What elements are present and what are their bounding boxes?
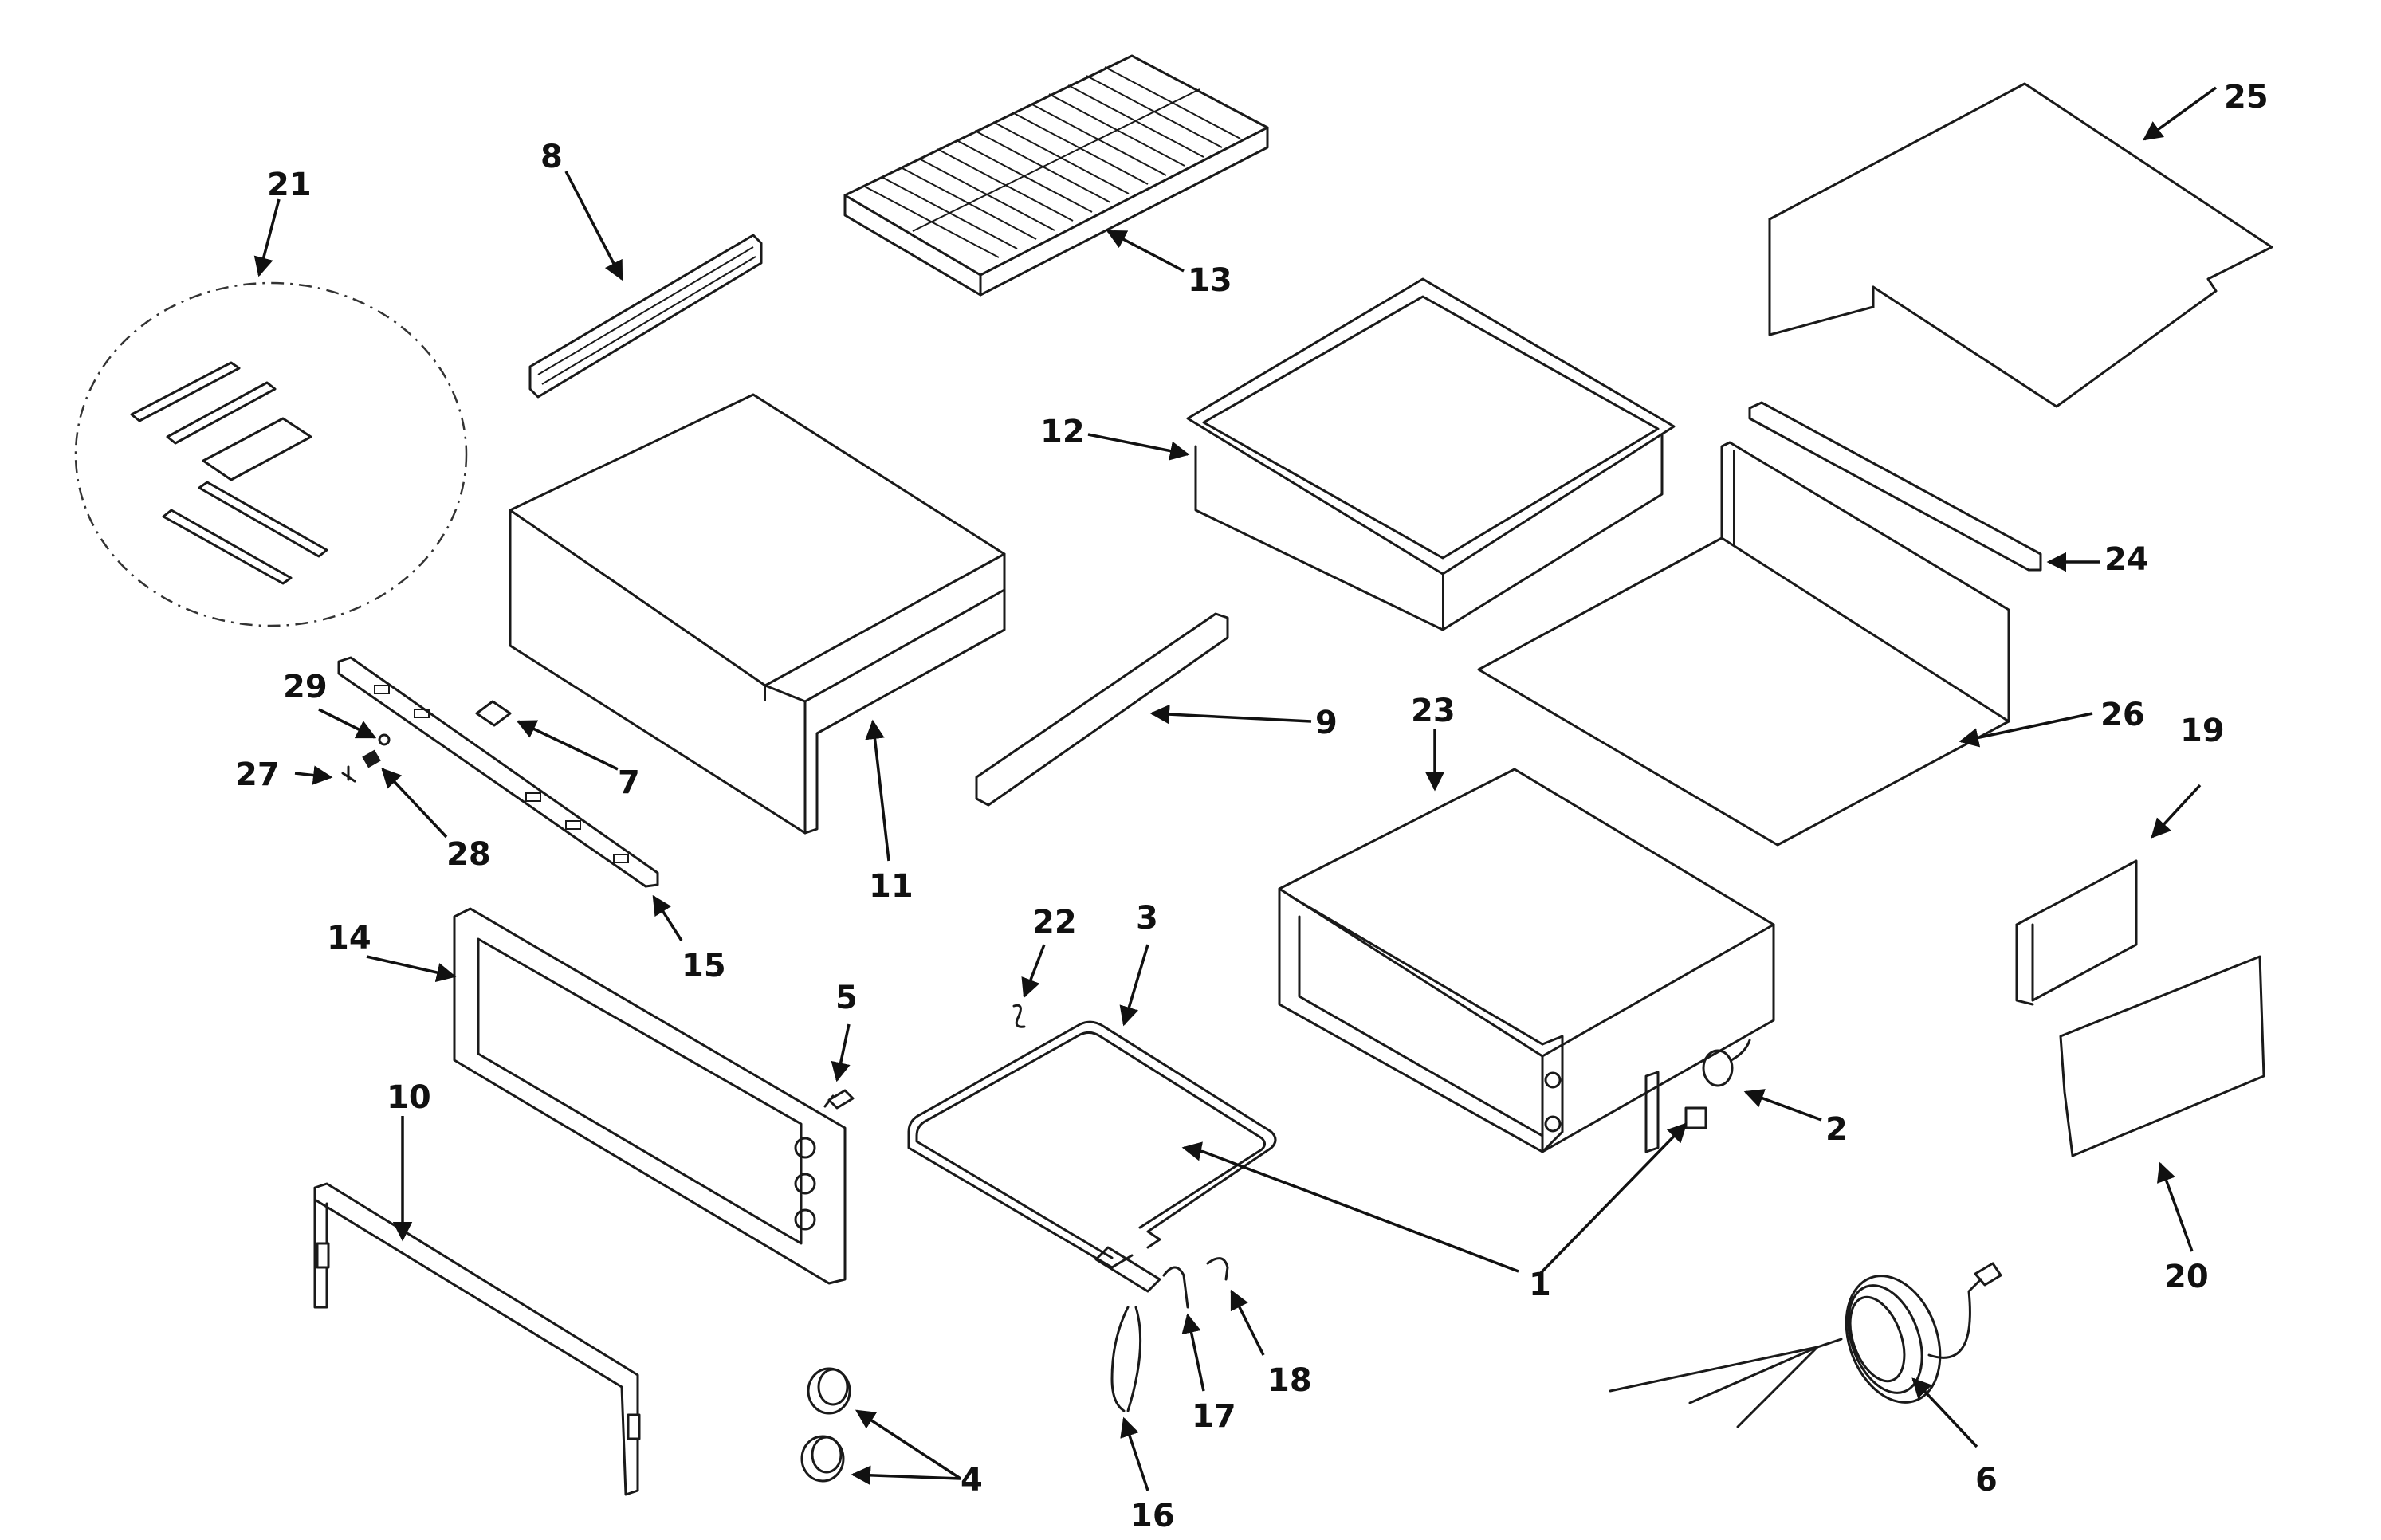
label-15: 15 bbox=[682, 948, 726, 984]
label-7: 7 bbox=[618, 764, 640, 801]
part-10-front-trim bbox=[313, 1182, 641, 1496]
part-29-grommet bbox=[378, 733, 391, 746]
part-12-pan bbox=[1186, 277, 1676, 631]
part-27-screw bbox=[341, 765, 356, 783]
part-3-heating-element bbox=[907, 1020, 1277, 1293]
label-29: 29 bbox=[283, 669, 328, 705]
label-24: 24 bbox=[2104, 541, 2149, 578]
label-18: 18 bbox=[1267, 1362, 1312, 1399]
part-18-wire bbox=[1206, 1257, 1229, 1281]
part-6-power-cord bbox=[1609, 1262, 2002, 1428]
label-8: 8 bbox=[540, 139, 563, 175]
part-25-top-cover bbox=[1768, 82, 2273, 408]
label-19: 19 bbox=[2180, 713, 2225, 749]
part-7-clip bbox=[475, 700, 512, 727]
label-1: 1 bbox=[1529, 1267, 1551, 1303]
part-11-drawer-box bbox=[509, 393, 1006, 835]
part-21-glide-kit bbox=[74, 281, 468, 627]
label-28: 28 bbox=[446, 836, 491, 873]
part-8-slide-rail bbox=[528, 234, 763, 399]
part-28-switch bbox=[362, 749, 381, 768]
label-11: 11 bbox=[869, 868, 914, 905]
part-17-wire bbox=[1162, 1266, 1189, 1309]
label-26: 26 bbox=[2100, 697, 2145, 733]
part-24-rear-bracket bbox=[1748, 401, 2042, 572]
part-20-side-panel bbox=[2059, 955, 2265, 1157]
label-23: 23 bbox=[1411, 693, 1456, 729]
part-5-indicator-light bbox=[823, 1089, 855, 1110]
part-13-wire-rack bbox=[843, 54, 1269, 297]
label-17: 17 bbox=[1192, 1398, 1236, 1435]
label-20: 20 bbox=[2164, 1259, 2209, 1295]
label-6: 6 bbox=[1975, 1462, 1998, 1499]
part-labels: 21 8 13 25 12 24 9 26 23 11 19 29 27 7 2… bbox=[235, 79, 2269, 1534]
label-25: 25 bbox=[2224, 79, 2269, 116]
label-5: 5 bbox=[835, 980, 858, 1016]
label-21: 21 bbox=[267, 167, 312, 203]
part-4-knobs bbox=[800, 1367, 851, 1483]
part-14-front-panel bbox=[453, 907, 847, 1285]
part-1-switch-bracket bbox=[1644, 1071, 1707, 1153]
part-23-outer-housing bbox=[1278, 768, 1775, 1153]
label-3: 3 bbox=[1136, 900, 1158, 937]
label-2: 2 bbox=[1825, 1111, 1848, 1148]
label-13: 13 bbox=[1188, 262, 1232, 299]
part-22-clip bbox=[1012, 1004, 1026, 1028]
label-9: 9 bbox=[1315, 705, 1338, 741]
label-14: 14 bbox=[327, 920, 371, 957]
label-10: 10 bbox=[387, 1079, 431, 1116]
label-4: 4 bbox=[961, 1462, 983, 1499]
label-16: 16 bbox=[1130, 1498, 1175, 1534]
part-15-control-bracket bbox=[337, 656, 659, 888]
part-2-thermostat bbox=[1702, 1039, 1751, 1087]
label-27: 27 bbox=[235, 756, 280, 793]
label-12: 12 bbox=[1040, 414, 1085, 450]
leader-lines bbox=[253, 86, 2218, 1491]
label-22: 22 bbox=[1032, 904, 1077, 941]
part-19-side-bracket bbox=[2015, 859, 2138, 1006]
part-26-bottom-panel bbox=[1477, 441, 2010, 847]
part-9-side-rail bbox=[975, 612, 1229, 807]
part-16-wire bbox=[1110, 1306, 1142, 1412]
